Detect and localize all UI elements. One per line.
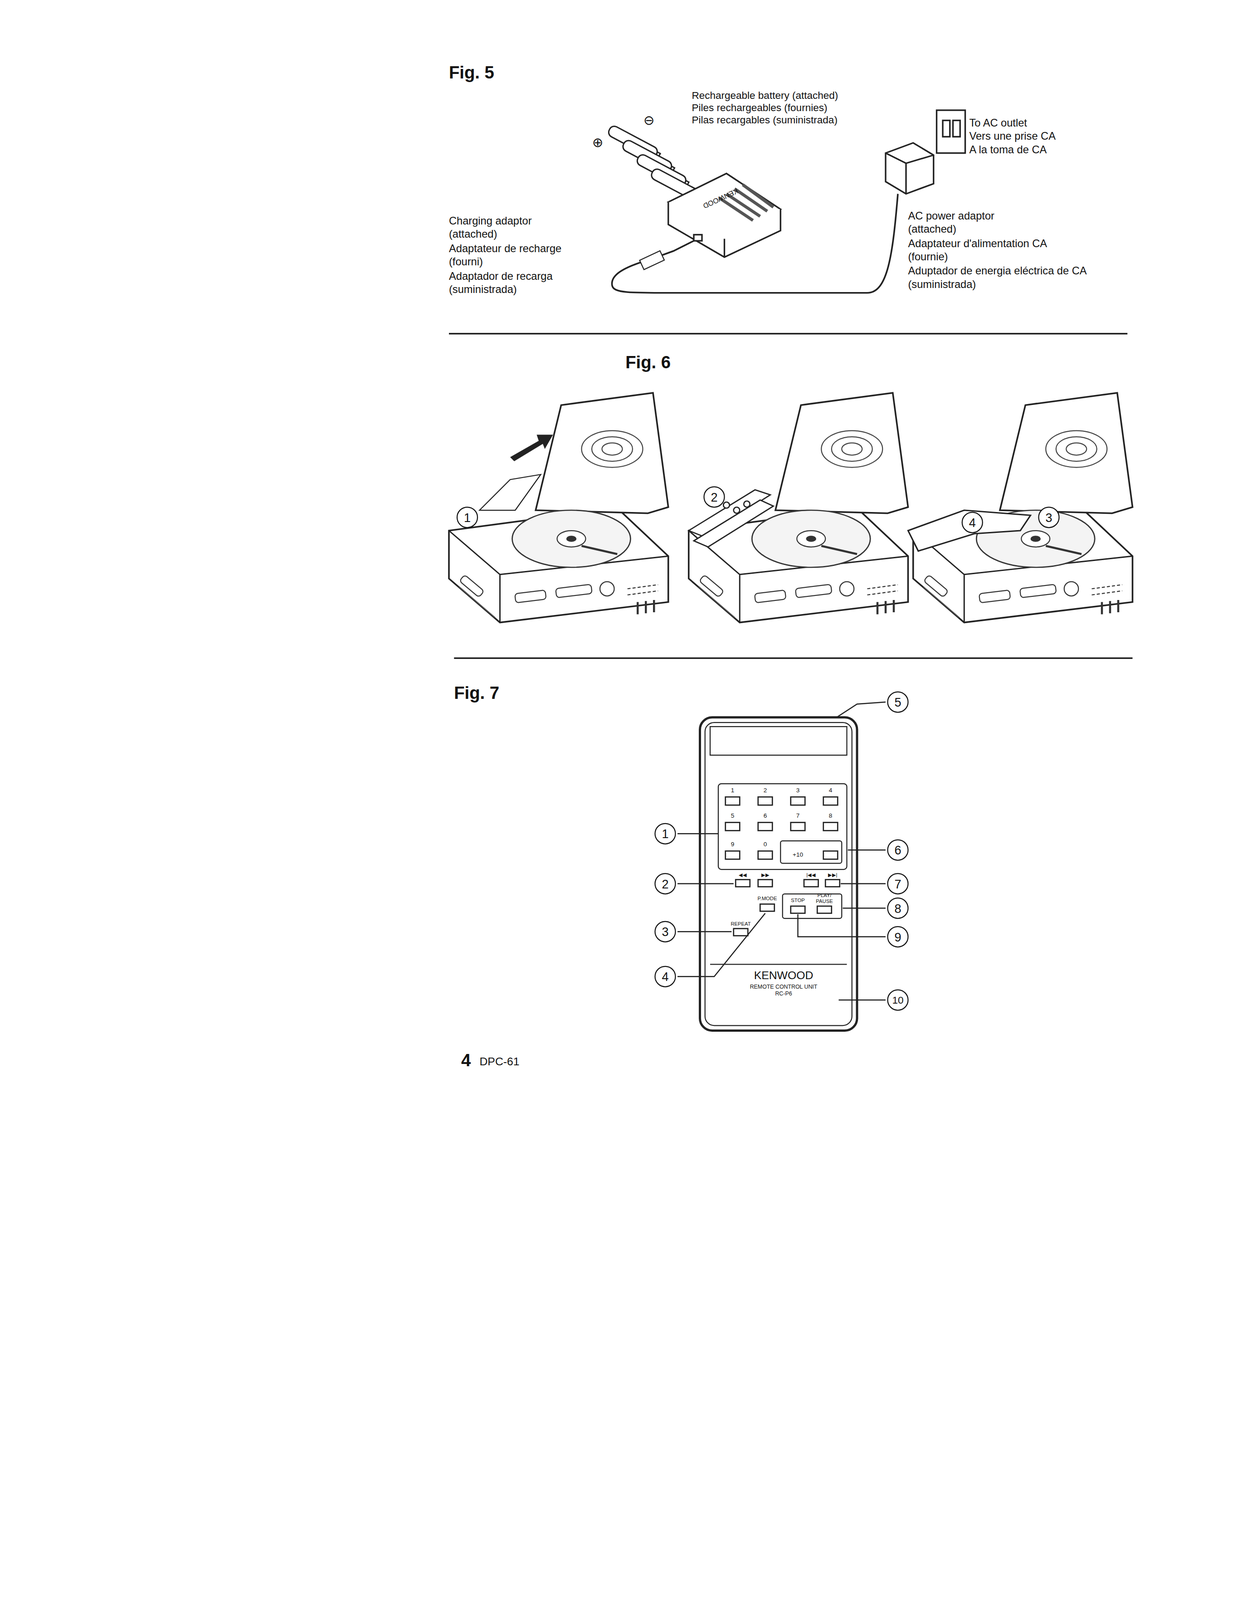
button-label: 5	[730, 812, 735, 820]
part-label: Pilas recargables (suministrada)	[691, 114, 838, 127]
part-label: Charging adaptor (attached)	[448, 214, 551, 241]
button-label: ▶▶	[761, 871, 770, 878]
callout-number: 2	[703, 486, 725, 508]
battery-cover	[908, 510, 1031, 551]
button-label: 4	[828, 787, 833, 795]
plug	[639, 250, 665, 270]
button-label: 9	[730, 841, 735, 849]
callout-number: 4	[654, 965, 676, 988]
cd-player-drawing	[913, 392, 1133, 623]
button-label: 6	[763, 812, 768, 820]
figure-title: Fig. 7	[453, 683, 500, 705]
page-number: 4	[461, 1051, 471, 1072]
part-label: Vers une prise CA	[969, 129, 1056, 143]
callout-number: 6	[886, 839, 909, 861]
button-label: +10	[792, 851, 804, 859]
model-number: DPC-61	[479, 1055, 520, 1069]
part-label: AC power adaptor (attached)	[908, 209, 1021, 235]
button-label: 8	[828, 812, 833, 820]
callout-number: 2	[654, 872, 676, 895]
polarity-sign: ⊖	[643, 112, 655, 129]
part-label: Adaptateur de recharge (fourni)	[448, 241, 577, 268]
button-label: 2	[763, 787, 768, 795]
button-label: 0	[763, 841, 768, 849]
callout-number: 4	[961, 511, 984, 533]
callout-number: 9	[886, 925, 909, 948]
model-label: RC-P6	[774, 990, 792, 998]
button-label: P.MODE	[757, 894, 778, 902]
part-label: A la toma de CA	[969, 142, 1048, 156]
callout-number: 7	[886, 872, 909, 895]
part-label: Adaptateur d'alimentation CA (fournie)	[908, 236, 1077, 263]
brand-label: KENWOOD	[754, 968, 814, 983]
callout-number: 3	[1037, 506, 1060, 528]
arrow-symbol	[510, 434, 554, 462]
button-label: ◀◀	[738, 871, 747, 878]
callout-number: 5	[886, 691, 909, 713]
button-label: ▶▶|	[828, 871, 838, 878]
model-label: REMOTE CONTROL UNIT	[750, 983, 818, 990]
leader-line	[677, 701, 886, 1000]
battery-cover	[479, 474, 541, 511]
battery-pack	[688, 489, 774, 547]
figure-title: Fig. 5	[448, 63, 495, 85]
button-label: 3	[796, 787, 800, 795]
polarity-sign: ⊕	[592, 134, 604, 151]
figure-title: Fig. 6	[625, 353, 671, 375]
cd-player-drawing	[688, 392, 909, 623]
part-label: Piles rechargeables (fournies)	[691, 102, 828, 115]
separator	[448, 332, 1128, 335]
button-label: 1	[730, 787, 735, 795]
callout-number: 1	[456, 506, 478, 528]
ac-adaptor	[885, 110, 966, 195]
power-cable	[612, 194, 898, 293]
cd-player-drawing	[448, 392, 669, 623]
part-label: To AC outlet	[969, 116, 1028, 130]
callout-number: 8	[886, 897, 909, 919]
button-label: STOP	[790, 896, 805, 904]
callout-number: 1	[654, 823, 676, 845]
part-label: Rechargeable battery (attached)	[691, 89, 839, 103]
button-label: REPEAT	[730, 920, 751, 927]
button-label: PLAY/ PAUSE	[812, 891, 837, 905]
part-label: Aduptador de energia eléctrica de CA (su…	[908, 264, 1118, 291]
callout-number: 3	[654, 920, 676, 943]
button-label: |◀◀	[806, 871, 816, 878]
part-label: Adaptador de recarga (suministrada)	[448, 269, 572, 296]
callout-number: 10	[886, 989, 909, 1011]
remote-control	[700, 717, 858, 1031]
button-label: 7	[796, 812, 800, 820]
separator	[453, 657, 1133, 659]
